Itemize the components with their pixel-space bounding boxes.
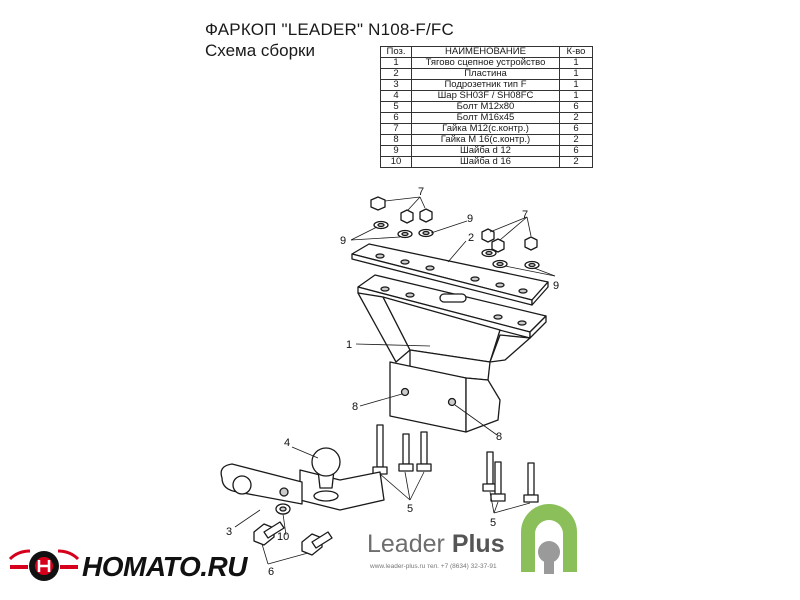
bolts-m16-group bbox=[253, 503, 333, 556]
nuts-group bbox=[370, 196, 538, 253]
callout-1: 1 bbox=[346, 339, 352, 351]
callout-5b: 5 bbox=[490, 517, 496, 529]
brand-name-bold: Plus bbox=[451, 530, 505, 558]
socket-bracket bbox=[220, 463, 303, 505]
brand-contacts: www.leader-plus.ru тел. +7 (8634) 32-37-… bbox=[370, 563, 497, 570]
page-subtitle: Схема сборки bbox=[205, 41, 315, 60]
mounting-plate bbox=[351, 243, 549, 306]
callout-7a: 7 bbox=[418, 186, 424, 198]
callout-3: 3 bbox=[226, 526, 232, 538]
callout-4: 4 bbox=[284, 437, 290, 449]
callout-5a: 5 bbox=[407, 503, 413, 515]
parts-table-header: Поз. НАИМЕНОВАНИЕ К-во bbox=[380, 46, 593, 58]
tow-ball bbox=[299, 447, 385, 511]
cell-position: 10 bbox=[380, 156, 412, 168]
callout-9a: 9 bbox=[340, 235, 346, 247]
callout-9b: 9 bbox=[467, 213, 473, 225]
leader-plus-logo-icon bbox=[521, 504, 577, 574]
brand-name: Leader bbox=[367, 530, 445, 558]
homato-watermark: НОМАТО.RU bbox=[82, 551, 247, 582]
cell-quantity: 2 bbox=[559, 156, 593, 168]
callout-8a: 8 bbox=[352, 401, 358, 413]
bolts-m12-group bbox=[372, 424, 539, 503]
leader-lines bbox=[234, 196, 556, 565]
homato-logo-icon bbox=[8, 549, 80, 581]
callout-9c: 9 bbox=[553, 280, 559, 292]
callout-7b: 7 bbox=[522, 209, 528, 221]
leader-plus-brand: Leader Plus bbox=[367, 530, 505, 559]
callout-6: 6 bbox=[268, 566, 274, 578]
washers-group bbox=[373, 220, 540, 270]
callout-10: 10 bbox=[277, 531, 289, 543]
page-title: ФАРКОП "LEADER" N108-F/FC bbox=[205, 20, 454, 39]
callout-8b: 8 bbox=[496, 431, 502, 443]
callout-2: 2 bbox=[468, 232, 474, 244]
